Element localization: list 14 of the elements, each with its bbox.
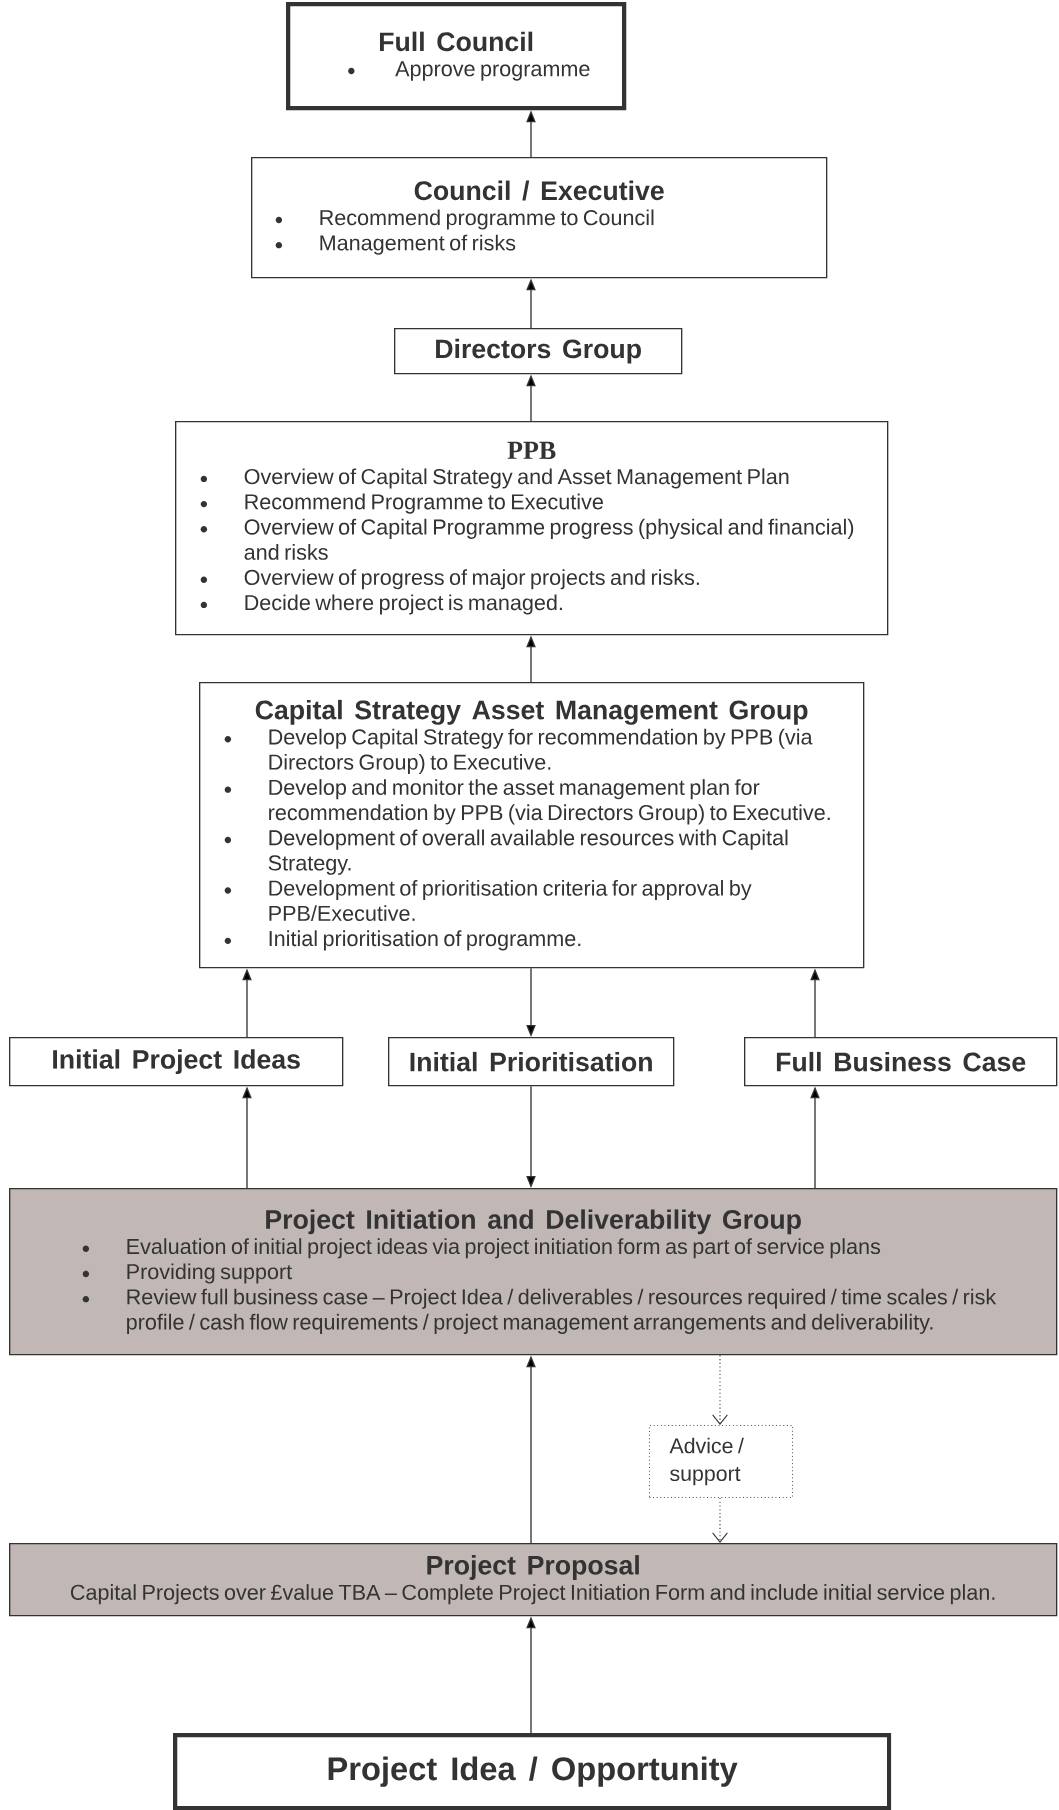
process-box: Initial Project Ideas bbox=[9, 1037, 344, 1087]
process-box: Directors Group bbox=[394, 328, 683, 375]
process-box: Project Proposal Capital Projects over £value TBA – Complete Project Initiation Form and include initial service plan. bbox=[9, 1543, 1058, 1617]
process-box: Project Initiation and Deliverability Group Evaluation of initial project ideas via project initiation form as part of service plans Providing support Review full business case – Project Idea / deliverables / resources required / time scales / risk profile / cash flow requirements / project management arrangements and deliverability. bbox=[9, 1188, 1058, 1356]
process-box: Project Idea / Opportunity bbox=[173, 1733, 892, 1810]
note-box: Advice / support bbox=[649, 1425, 793, 1498]
process-box: Full Business Case bbox=[744, 1037, 1058, 1087]
process-box: Initial Prioritisation bbox=[388, 1037, 675, 1087]
process-box: Full Council Approve programme bbox=[286, 2, 627, 111]
process-box: Council / Executive Recommend programme to Council Management of risks bbox=[251, 157, 828, 279]
process-box: PPB Overview of Capital Strategy and Asset Management Plan Recommend Programme to Executive Overview of Capital Programme progress (physical and financial) and risks Overview of progress of major projects and risks. Decide where project is managed. bbox=[175, 421, 889, 636]
arrow bbox=[712, 1497, 728, 1543]
arrow bbox=[712, 1354, 728, 1425]
process-box: Capital Strategy Asset Management Group Develop Capital Strategy for recommendation by PPB (via Directors Group) to Executive. Develop and monitor the asset management plan for recommendation by PPB (via Directors Group) to Executive. Development of overall available resources with Capital Strategy. Development of prioritisation criteria for approval by PPB/Executive. Initial prioritisation of programme. bbox=[199, 682, 865, 969]
